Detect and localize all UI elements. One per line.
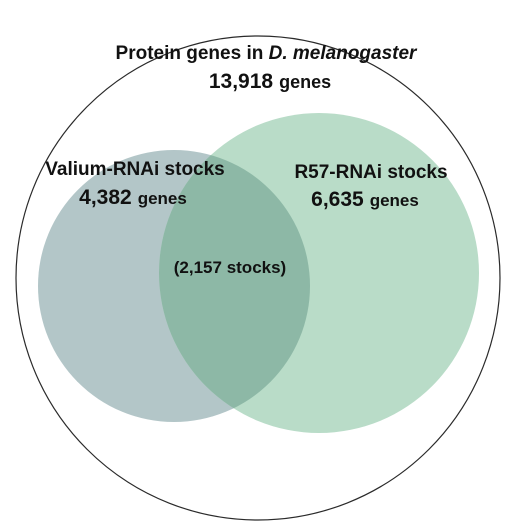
universe-title-species: D. melanogaster (269, 43, 418, 64)
universe-title: Protein genes in D. melanogaster (116, 43, 419, 64)
valium-unit: genes (138, 189, 187, 208)
valium-set-label: Valium-RNAi stocks (45, 159, 225, 180)
r57-set-label: R57-RNAi stocks (294, 162, 447, 183)
universe-count: 13,918 (209, 70, 274, 93)
valium-count: 4,382 (79, 186, 132, 209)
overlap-label: (2,157 stocks) (174, 258, 286, 277)
universe-unit: genes (279, 72, 331, 92)
valium-count-line: 4,382 genes (79, 186, 187, 209)
universe-title-prefix: Protein genes in (116, 43, 269, 64)
overlap-region (159, 150, 310, 422)
r57-unit: genes (370, 191, 419, 210)
r57-count-line: 6,635 genes (311, 188, 419, 211)
r57-count: 6,635 (311, 188, 364, 211)
